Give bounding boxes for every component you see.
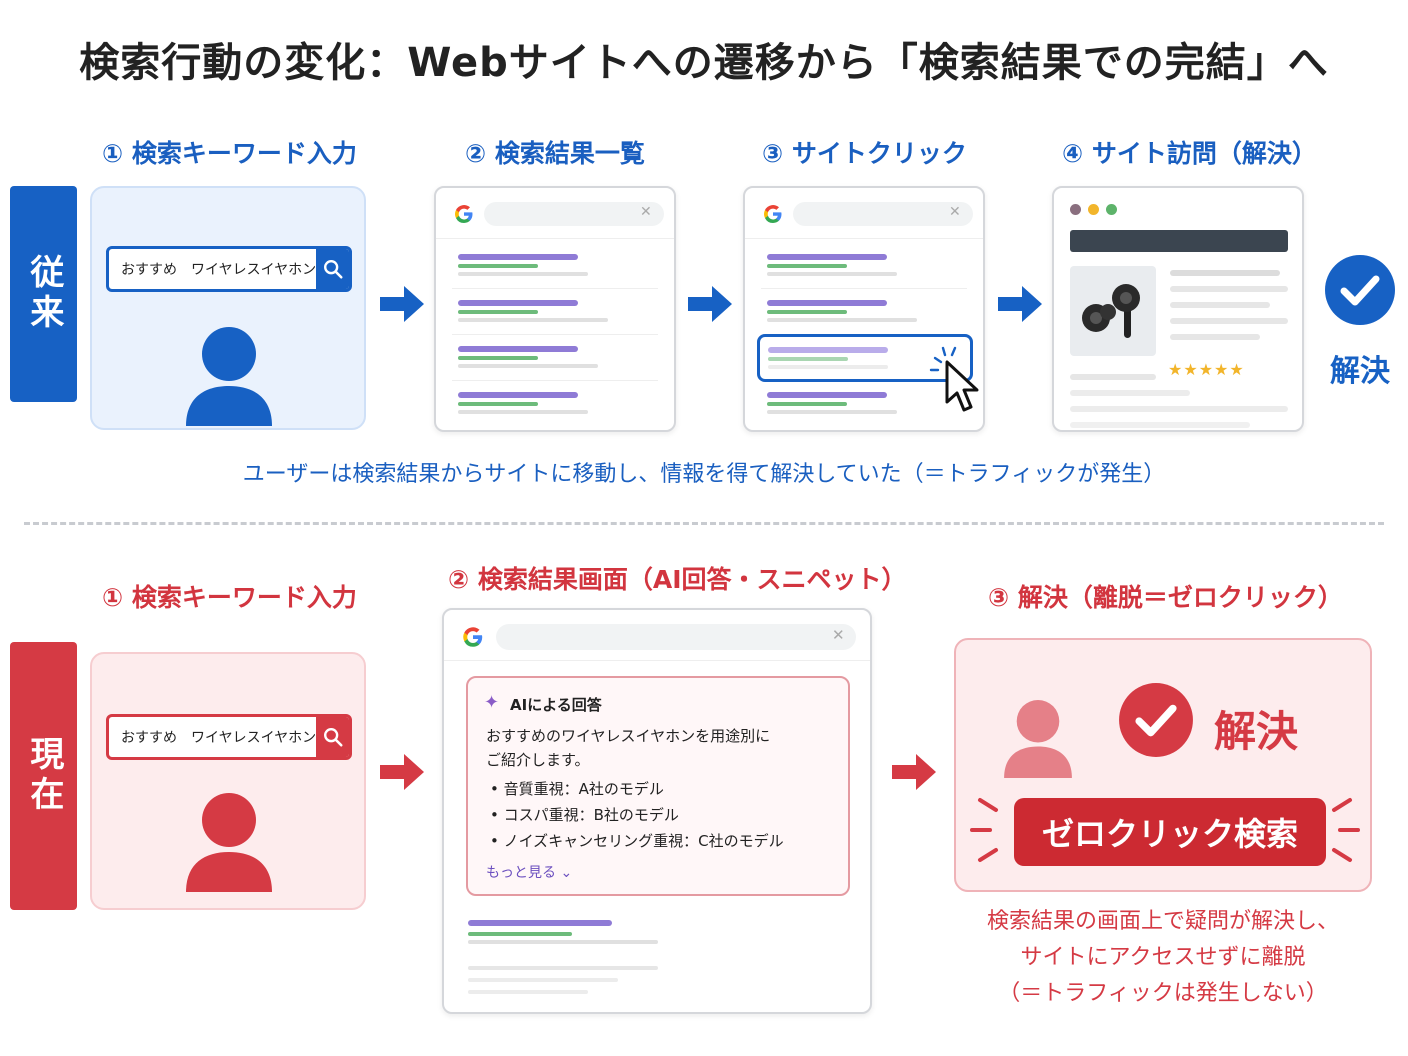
current-search-box[interactable]: おすすめ ワイヤレスイヤホン [106,714,352,760]
ai-answer-item: ノイズキャンセリング重視：C社のモデル [503,832,784,850]
list-item: • ノイズキャンセリング重視：C社のモデル [490,832,784,850]
user-icon [186,793,272,892]
list-item: • コスパ重視：B社のモデル [490,806,679,824]
traditional-sidebar: 従来 [10,186,77,402]
current-sidebar: 現在 [10,642,77,910]
traditional-search-query[interactable]: おすすめ ワイヤレスイヤホン [121,262,317,278]
current-search-panel: おすすめ ワイヤレスイヤホン [90,652,366,910]
google-logo-icon [455,205,473,223]
show-more-label[interactable]: もっと見る [486,865,556,881]
ai-answer-item: 音質重視：A社のモデル [503,780,664,798]
check-circle-icon [1119,683,1193,757]
window-dot-icon [1070,204,1081,215]
ai-answer-intro-line: ご紹介します。 [486,751,590,769]
cursor-click-icon [929,346,979,412]
current-caption-line: 検索結果の画面上で疑問が解決し、 [986,909,1339,934]
arrow-right-icon [998,286,1042,322]
window-dot-icon [1088,204,1099,215]
traditional-search-panel: おすすめ ワイヤレスイヤホン [90,186,366,430]
ai-answer-intro-line: おすすめのワイヤレスイヤホンを用途別に [486,727,771,745]
results-search-bar[interactable] [793,202,973,226]
window-dot-icon [1106,204,1117,215]
arrow-right-icon [380,754,424,790]
traditional-search-box[interactable]: おすすめ ワイヤレスイヤホン [106,246,352,292]
arrow-right-icon [688,286,732,322]
zero-click-badge: ゼロクリック検索 [1014,798,1326,866]
traditional-resolved-label: 解決 [1330,354,1390,389]
current-search-query[interactable]: おすすめ ワイヤレスイヤホン [121,730,317,746]
ai-answer-list: • 音質重視：A社のモデル • コスパ重視：B社のモデル • ノイズキャンセリン… [490,776,784,854]
current-caption: 検索結果の画面上で疑問が解決し、 サイトにアクセスせずに離脱 （＝トラフィックは… [954,904,1372,1012]
burst-lines-icon [970,798,1360,862]
current-step-2-label: ② 検索結果画面（AI回答・スニペット） [448,565,907,594]
search-icon[interactable] [316,249,349,289]
traditional-caption: ユーザーは検索結果からサイトに移動し、情報を得て解決していた（＝トラフィックが発… [242,462,1166,487]
ai-answer-heading: AIによる回答 [510,696,602,714]
sparkle-icon: ✦ [484,692,500,713]
current-label: 現在 [23,736,64,816]
site-header-bar [1070,230,1288,252]
traditional-click-browser: ✕ [743,186,985,432]
ai-answer-box: ✦ AIによる回答 おすすめのワイヤレスイヤホンを用途別に ご紹介します。 • … [466,676,850,896]
close-icon[interactable]: ✕ [949,204,961,220]
user-icon [1004,699,1072,778]
current-step-3-label: ③ 解決（離脱＝ゼロクリック） [988,583,1343,612]
product-image [1070,266,1156,356]
arrow-right-icon [380,286,424,322]
google-logo-icon [764,205,782,223]
traditional-step-4-label: ④ サイト訪問（解決） [1062,139,1317,168]
ai-answer-intro: おすすめのワイヤレスイヤホンを用途別に ご紹介します。 [486,724,770,772]
current-caption-line: サイトにアクセスせずに離脱 [1020,945,1306,970]
arrow-right-icon [892,754,936,790]
chevron-down-icon: ⌄ [560,865,573,881]
show-more-link[interactable]: もっと見る ⌄ [486,862,572,882]
search-icon[interactable] [316,717,349,757]
earbuds-icon [1082,284,1140,338]
traditional-label: 従来 [23,254,64,334]
current-caption-line: （＝トラフィックは発生しない） [998,981,1328,1006]
close-icon[interactable]: ✕ [640,204,652,220]
current-results-browser: ✕ ✦ AIによる回答 おすすめのワイヤレスイヤホンを用途別に ご紹介します。 … [442,608,872,1014]
user-icon [186,327,272,426]
current-step-1-label: ① 検索キーワード入力 [102,583,357,612]
close-icon[interactable]: ✕ [832,626,845,644]
traditional-results-browser: ✕ [434,186,676,432]
zero-click-panel: 解決 ゼロクリック検索 [954,638,1372,892]
page-title: 検索行動の変化：Webサイトへの遷移から「検索結果での完結」へ [79,40,1329,86]
list-item: • 音質重視：A社のモデル [490,780,664,798]
traditional-step-3-label: ③ サイトクリック [762,139,967,168]
traditional-step-2-label: ② 検索結果一覧 [465,139,645,168]
traditional-site-browser: ★★★★★ [1052,186,1304,432]
ai-answer-item: コスパ重視：B社のモデル [503,806,679,824]
google-logo-icon [463,627,483,647]
results-search-bar[interactable] [484,202,664,226]
current-resolved-label: 解決 [1214,707,1299,756]
section-divider [24,522,1384,525]
traditional-step-1-label: ① 検索キーワード入力 [102,139,357,168]
results-search-bar[interactable] [496,624,856,650]
check-circle-icon [1325,255,1395,325]
rating-stars: ★★★★★ [1168,360,1245,379]
